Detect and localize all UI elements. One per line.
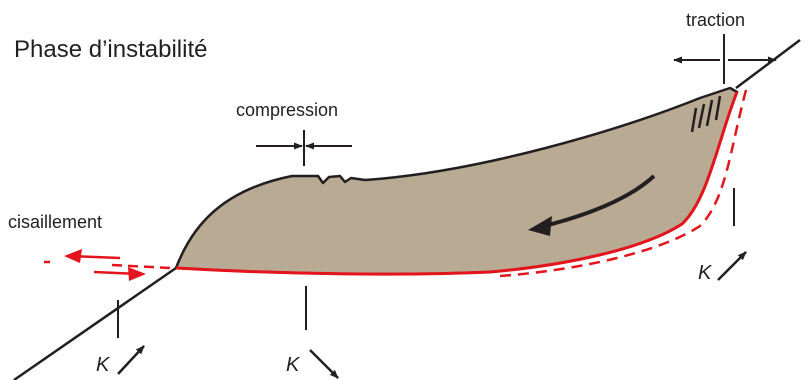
k-label-left: K	[96, 354, 109, 377]
slope-line-upper	[736, 40, 800, 88]
traction-label: traction	[686, 10, 745, 31]
shear-arrow-lower-head	[128, 267, 146, 281]
shear-line-dashed	[112, 265, 170, 268]
diagram-title: Phase d’instabilité	[14, 36, 207, 64]
slope-line-lower	[14, 268, 176, 380]
k-arrow-middle	[310, 350, 338, 378]
k-arrow-right	[718, 252, 746, 280]
k-label-right: K	[698, 262, 711, 285]
shear-arrow-upper-head	[64, 249, 82, 263]
k-label-middle: K	[286, 354, 299, 377]
cisaillement-label: cisaillement	[8, 212, 102, 233]
k-arrow-left	[118, 346, 144, 374]
compression-label: compression	[236, 100, 338, 121]
